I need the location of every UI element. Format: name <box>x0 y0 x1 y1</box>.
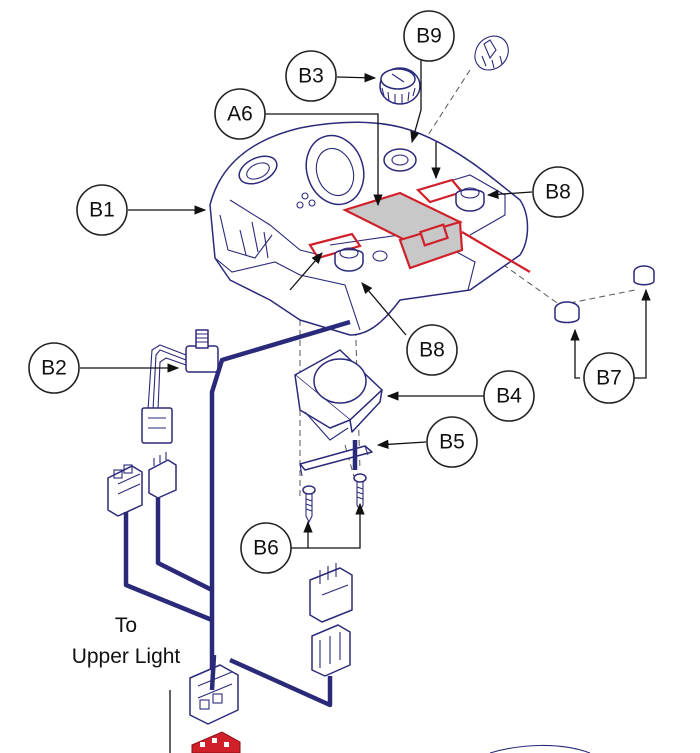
callout-b8-top-label: B8 <box>545 181 571 204</box>
wiring-harness <box>123 319 358 708</box>
callout-b8-top: B8 <box>532 166 584 218</box>
connector-bottom-upper <box>309 563 353 623</box>
callout-b5: B5 <box>426 416 478 468</box>
b6-screw-left <box>302 485 316 524</box>
callout-b9: B9 <box>403 10 455 62</box>
callout-b8-bottom: B8 <box>406 324 458 376</box>
connector-bottom-lower <box>311 624 351 677</box>
b7-plug-right <box>633 265 655 286</box>
callout-b1-label: B1 <box>89 199 115 222</box>
callout-b5-label: B5 <box>439 431 465 454</box>
note-line-2: Upper Light <box>72 645 181 668</box>
callout-b7: B7 <box>583 352 635 404</box>
b3-knob <box>379 67 421 105</box>
callout-b7-label: B7 <box>596 367 622 390</box>
callout-b9-label: B9 <box>416 25 442 48</box>
red-connector-partial <box>191 731 241 753</box>
callout-b1: B1 <box>76 184 128 236</box>
callout-a6: A6 <box>214 88 266 140</box>
callout-b4: B4 <box>483 370 535 422</box>
callout-a6-label: A6 <box>227 103 253 126</box>
callout-b6: B6 <box>240 522 292 574</box>
callout-b2-label: B2 <box>41 357 67 380</box>
callout-b3-label: B3 <box>298 65 324 88</box>
connector-left-female <box>107 464 143 517</box>
console-housing <box>209 121 529 336</box>
b7-plug-left <box>554 301 580 324</box>
b9-key <box>474 35 509 71</box>
b5-bracket <box>299 445 373 477</box>
callout-b3: B3 <box>285 50 337 102</box>
partial-component-edge <box>489 744 591 753</box>
leader-lines <box>80 60 651 753</box>
callout-b8-bottom-label: B8 <box>419 339 445 362</box>
b2-potentiometer <box>141 329 219 444</box>
b8-knob-top <box>455 187 485 212</box>
note-line-1: To <box>115 614 137 637</box>
upper-light-note: To Upper Light <box>72 614 181 668</box>
b4-switch-module <box>294 349 383 441</box>
callout-b4-label: B4 <box>496 385 522 408</box>
callout-b2: B2 <box>28 342 80 394</box>
b8-knob-bottom <box>334 247 388 272</box>
callout-b6-label: B6 <box>253 537 279 560</box>
connector-left-male <box>148 452 177 499</box>
connector-upper-light <box>189 664 239 725</box>
